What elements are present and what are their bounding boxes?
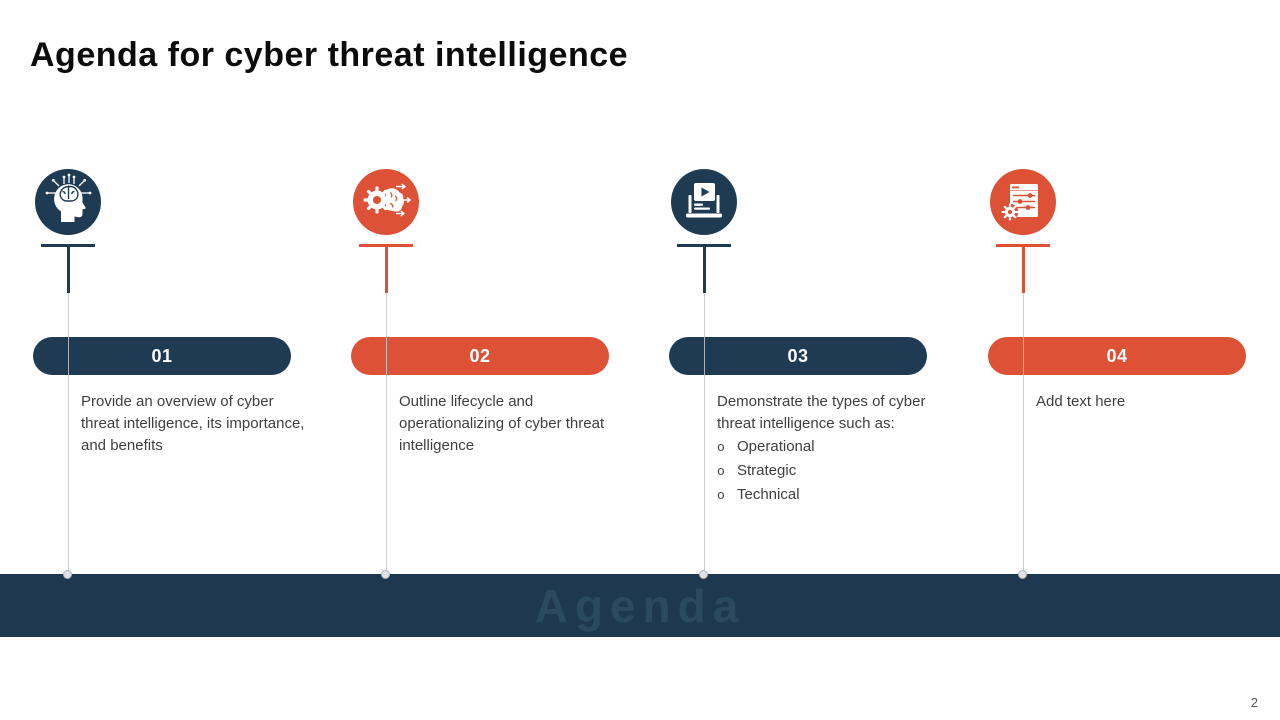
- presentation-video-icon: [671, 169, 737, 235]
- page-number: 2: [1250, 695, 1258, 710]
- agenda-item-3: 03 Demonstrate the types of cyber threat…: [669, 0, 927, 720]
- connector-stem: [66, 246, 70, 293]
- timeline-line: [67, 293, 69, 575]
- item-description-text: Outline lifecycle and operationalizing o…: [399, 393, 605, 454]
- timeline-dot: [63, 570, 72, 579]
- timeline-line: [385, 293, 387, 575]
- timeline-line: [703, 293, 705, 575]
- settings-window-icon: [990, 169, 1056, 235]
- list-item: o Strategic: [717, 460, 941, 483]
- timeline-line: [1022, 293, 1024, 575]
- footer-banner: Agenda: [0, 574, 1280, 637]
- bullet-marker: o: [717, 440, 725, 455]
- item-description-text: Demonstrate the types of cyber threat in…: [717, 393, 926, 432]
- list-item: o Technical: [717, 484, 941, 507]
- connector-bar: [359, 244, 413, 247]
- gear-brain-icon: [353, 169, 419, 235]
- item-number-badge: 04: [988, 337, 1246, 375]
- item-description-text: Provide an overview of cyber threat inte…: [81, 393, 305, 454]
- item-number-badge: 02: [351, 337, 609, 375]
- item-number-badge: 03: [669, 337, 927, 375]
- item-description: Outline lifecycle and operationalizing o…: [399, 391, 623, 457]
- bullet-marker: o: [717, 464, 725, 479]
- page-title: Agenda for cyber threat intelligence: [30, 36, 629, 74]
- connector-stem: [1021, 246, 1025, 293]
- item-description: Provide an overview of cyber threat inte…: [81, 391, 305, 457]
- item-description: Add text here: [1036, 391, 1260, 413]
- bullet-label: Operational: [737, 438, 815, 455]
- agenda-item-4: 04 Add text here: [988, 0, 1246, 720]
- bullet-label: Strategic: [737, 462, 797, 479]
- connector-bar: [996, 244, 1050, 247]
- item-description-text: Add text here: [1036, 393, 1126, 410]
- item-number-badge: 01: [33, 337, 291, 375]
- footer-banner-text: Agenda: [534, 579, 746, 632]
- connector-bar: [677, 244, 731, 247]
- timeline-dot: [381, 570, 390, 579]
- item-description: Demonstrate the types of cyber threat in…: [717, 391, 941, 507]
- agenda-item-1: 01 Provide an overview of cyber threat i…: [33, 0, 304, 720]
- timeline-dot: [1018, 570, 1027, 579]
- bullet-marker: o: [717, 488, 725, 503]
- connector-stem: [702, 246, 706, 293]
- connector-bar: [41, 244, 95, 247]
- connector-stem: [384, 246, 388, 293]
- agenda-item-2: 02 Outline lifecycle and operationalizin…: [351, 0, 609, 720]
- timeline-dot: [699, 570, 708, 579]
- list-item: o Operational: [717, 436, 941, 459]
- bullet-label: Technical: [737, 486, 800, 503]
- ai-head-icon: [35, 169, 101, 235]
